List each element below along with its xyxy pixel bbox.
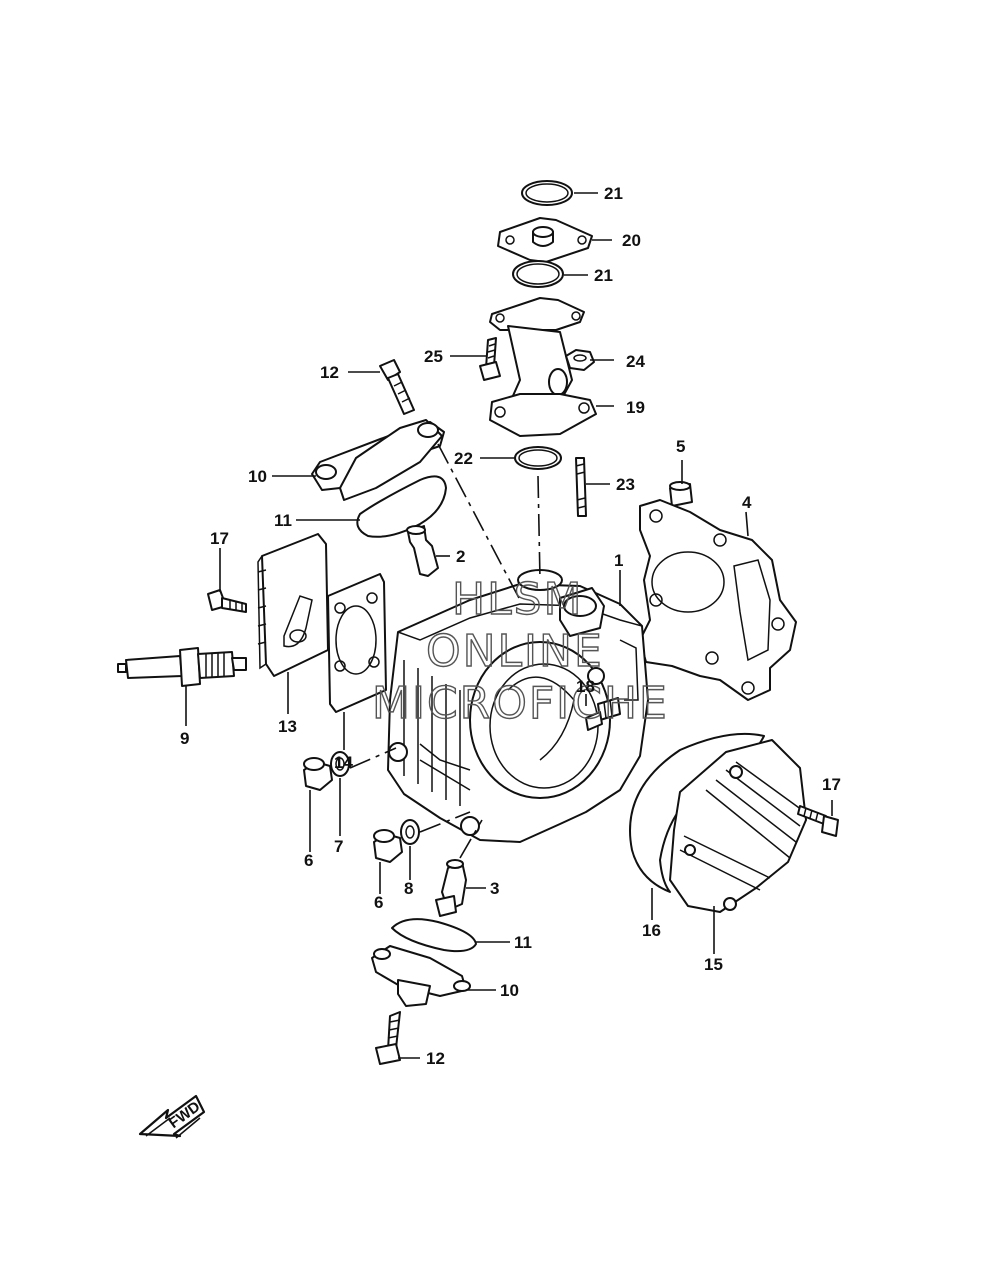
callout-11-top: 11 <box>274 511 292 530</box>
o-ring-22 <box>514 446 562 470</box>
washer-7 <box>330 751 350 777</box>
watermark: HLSM ONLINE MICROFICHE <box>371 573 669 729</box>
cylinder-head-1 <box>387 569 649 843</box>
callout-10-lower: 10 <box>500 981 519 1000</box>
callout-11-lower: 11 <box>514 933 532 952</box>
spacer-plate-20 <box>497 217 593 263</box>
callout-2: 2 <box>456 547 465 566</box>
callout-12-lower: 12 <box>426 1049 445 1068</box>
cap-nut-6-upper <box>303 757 333 791</box>
spark-plug-9 <box>117 647 247 687</box>
callout-21-top: 21 <box>604 184 623 203</box>
side-gasket-14 <box>327 573 387 713</box>
o-ring-11-top <box>356 475 447 538</box>
watermark-line-1: HLSM <box>452 574 584 625</box>
callout-1: 1 <box>614 551 623 570</box>
callout-25: 25 <box>424 347 443 366</box>
valve-guide-2 <box>406 525 439 577</box>
callout-18: 18 <box>576 677 595 696</box>
callout-6-upper: 6 <box>304 851 313 870</box>
callout-6-lower: 6 <box>374 893 383 912</box>
watermark-line-2: ONLINE <box>426 626 604 677</box>
callout-labels: 21 20 21 25 24 19 22 23 5 4 1 12 10 11 2… <box>180 184 841 1068</box>
callout-4: 4 <box>742 493 752 512</box>
bolt-17-left <box>207 589 247 613</box>
callout-24: 24 <box>626 352 645 371</box>
callout-10-top: 10 <box>248 467 267 486</box>
assembly-lines <box>349 443 541 859</box>
bolt-17-right <box>797 805 839 837</box>
callout-21-lower: 21 <box>594 266 613 285</box>
callout-12-top: 12 <box>320 363 339 382</box>
o-ring-21-lower <box>512 260 564 288</box>
head-cover-15 <box>669 739 807 913</box>
callout-8: 8 <box>404 879 413 898</box>
callout-9: 9 <box>180 729 189 748</box>
bolt-25 <box>479 337 501 381</box>
nut-24 <box>565 349 595 371</box>
callout-20: 20 <box>622 231 641 250</box>
valve-cap-10-lower <box>371 945 471 1007</box>
leader-lines <box>185 192 833 1059</box>
watermark-line-3: MICROFICHE <box>372 678 669 729</box>
cap-nut-6-lower <box>373 829 403 863</box>
valve-cap-10-top <box>311 419 445 501</box>
callout-14: 14 <box>334 753 353 772</box>
callout-3: 3 <box>490 879 499 898</box>
bolt-12-lower <box>375 1011 401 1065</box>
bolt-12-top <box>379 359 415 415</box>
intake-pipe-19 <box>489 297 597 437</box>
callout-23: 23 <box>616 475 635 494</box>
head-gasket-4 <box>639 499 797 701</box>
o-ring-11-lower <box>391 918 477 953</box>
callout-22: 22 <box>454 449 473 468</box>
bolt-18 <box>585 697 621 731</box>
washer-8 <box>400 819 420 845</box>
callout-5: 5 <box>676 437 685 456</box>
callout-7: 7 <box>334 837 343 856</box>
callout-17-right: 17 <box>822 775 841 794</box>
side-cover-13 <box>257 533 329 677</box>
dowel-pin-5 <box>669 481 693 507</box>
callout-19: 19 <box>626 398 645 417</box>
valve-guide-3 <box>435 859 467 917</box>
stud-23 <box>575 457 587 517</box>
callout-16: 16 <box>642 921 661 940</box>
callout-17-left: 17 <box>210 529 229 548</box>
forward-direction-arrow: FWD <box>138 1094 206 1139</box>
o-ring-21-top <box>521 180 573 206</box>
callout-13: 13 <box>278 717 297 736</box>
callout-15: 15 <box>704 955 723 974</box>
